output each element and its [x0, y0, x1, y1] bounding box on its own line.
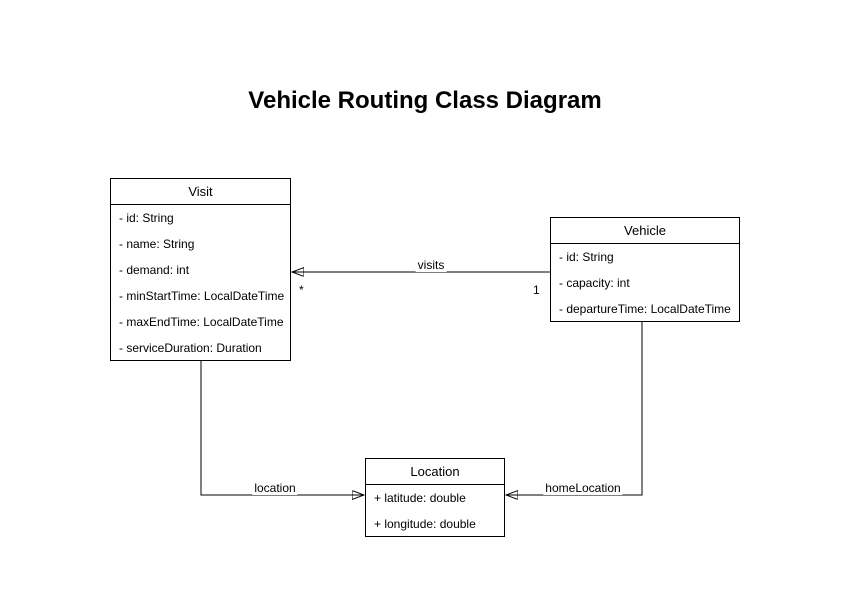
class-attribute: + longitude: double	[374, 517, 476, 531]
class-attribute: - demand: int	[119, 263, 190, 277]
class-attributes-vehicle: - id: String - capacity: int - departure…	[551, 244, 739, 322]
visits-target-multiplicity-label: *	[298, 283, 305, 297]
class-attribute: - serviceDuration: Duration	[119, 341, 262, 355]
class-attribute: - maxEndTime: LocalDateTime	[119, 315, 284, 329]
location-association-line[interactable]	[200, 361, 364, 495]
class-attributes-location: + latitude: double + longitude: double	[366, 485, 504, 537]
class-box-vehicle[interactable]: Vehicle - id: String - capacity: int - d…	[550, 217, 740, 322]
class-attributes-visit: - id: String - name: String - demand: in…	[111, 205, 290, 361]
location-association-label[interactable]: location	[252, 481, 298, 495]
class-name-location: Location	[366, 459, 504, 485]
class-name-visit: Visit	[111, 179, 290, 205]
visits-association-label[interactable]: visits	[415, 258, 447, 272]
class-attribute: - departureTime: LocalDateTime	[559, 302, 731, 316]
class-attribute: - capacity: int	[559, 276, 630, 290]
class-attribute: + latitude: double	[374, 491, 466, 505]
class-box-visit[interactable]: Visit - id: String - name: String - dema…	[110, 178, 291, 361]
homelocation-association-label[interactable]: homeLocation	[543, 481, 623, 495]
homelocation-association-line[interactable]	[506, 322, 643, 495]
class-attribute: - id: String	[559, 250, 614, 264]
class-attribute: - minStartTime: LocalDateTime	[119, 289, 285, 303]
visits-source-multiplicity-label: 1	[532, 283, 541, 297]
class-name-vehicle: Vehicle	[551, 218, 739, 244]
class-attribute: - name: String	[119, 237, 195, 251]
class-attribute: - id: String	[119, 211, 174, 225]
diagram-title: Vehicle Routing Class Diagram	[248, 87, 602, 114]
class-box-location[interactable]: Location + latitude: double + longitude:…	[365, 458, 505, 537]
